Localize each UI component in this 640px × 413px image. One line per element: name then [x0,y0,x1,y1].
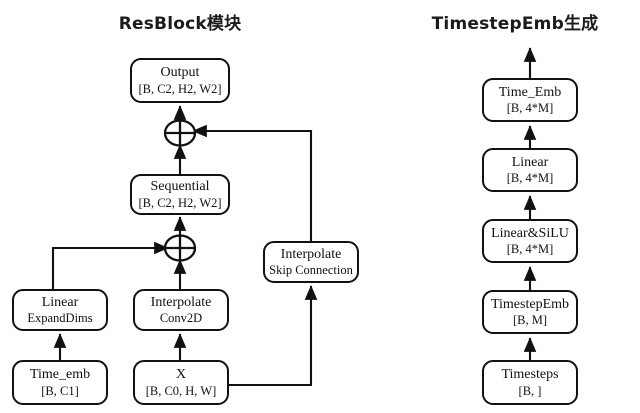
resblock-diagram-title: ResBlock模块 [118,14,242,34]
node-x-input[interactable]: X [B, C0, H, W] [133,360,229,405]
node-time-emb-input[interactable]: Time_emb [B, C1] [12,360,108,405]
node-linear[interactable]: Linear [B, 4*M] [482,148,578,192]
node-interpolate-conv2d-sublabel: Conv2D [159,311,203,326]
node-linear-expanddims[interactable]: Linear ExpandDims [12,289,108,331]
node-output-label: Output [160,65,200,81]
node-timesteps-shape: [B, ] [518,383,542,398]
node-linear-silu-shape: [B, 4*M] [506,242,554,257]
node-interpolate-conv2d[interactable]: Interpolate Conv2D [133,289,229,331]
node-timestep-emb-label: TimestepEmb [490,296,570,312]
node-timesteps[interactable]: Timesteps [B, ] [482,360,578,405]
node-x-input-label: X [175,367,187,383]
wire-linear-to-add2 [51,241,169,289]
node-time-emb-output-label: Time_Emb [498,84,562,100]
node-skip-label: Interpolate [280,246,342,262]
node-x-input-shape: [B, C0, H, W] [145,383,217,398]
node-output[interactable]: Output [B, C2, H2, W2] [130,58,230,103]
node-linear-silu[interactable]: Linear&SiLU [B, 4*M] [482,219,578,263]
node-linear-expanddims-label: Linear [41,294,79,310]
node-timesteps-label: Timesteps [501,367,559,383]
node-time-emb-input-shape: [B, C1] [41,383,79,398]
node-timestep-emb[interactable]: TimestepEmb [B, M] [482,290,578,334]
node-sequential-label: Sequential [150,179,210,195]
node-linear-silu-label: Linear&SiLU [491,225,569,241]
timestepemb-diagram-title: TimestepEmb生成 [431,14,599,34]
node-skip-sublabel: Skip Connection [269,263,353,278]
node-time-emb-input-label: Time_emb [29,367,91,383]
node-sequential-shape: [B, C2, H2, W2] [138,195,222,210]
node-interpolate-skip-connection[interactable]: Interpolate Skip Connection [263,241,359,283]
node-time-emb-output-shape: [B, 4*M] [506,101,554,116]
node-sequential[interactable]: Sequential [B, C2, H2, W2] [130,174,230,215]
node-linear-expanddims-sublabel: ExpandDims [27,311,93,326]
node-linear-label: Linear [511,154,549,170]
wire-x-to-skip [229,285,318,387]
wire-skip-to-add [192,124,313,241]
plus-circle-icon-feature-add [163,234,197,262]
plus-circle-icon-output-add [163,119,197,147]
node-timestep-emb-shape: [B, M] [512,313,548,328]
node-output-shape: [B, C2, H2, W2] [138,81,222,96]
node-time-emb-output[interactable]: Time_Emb [B, 4*M] [482,78,578,122]
node-interpolate-conv2d-label: Interpolate [150,294,212,310]
node-linear-shape: [B, 4*M] [506,171,554,186]
